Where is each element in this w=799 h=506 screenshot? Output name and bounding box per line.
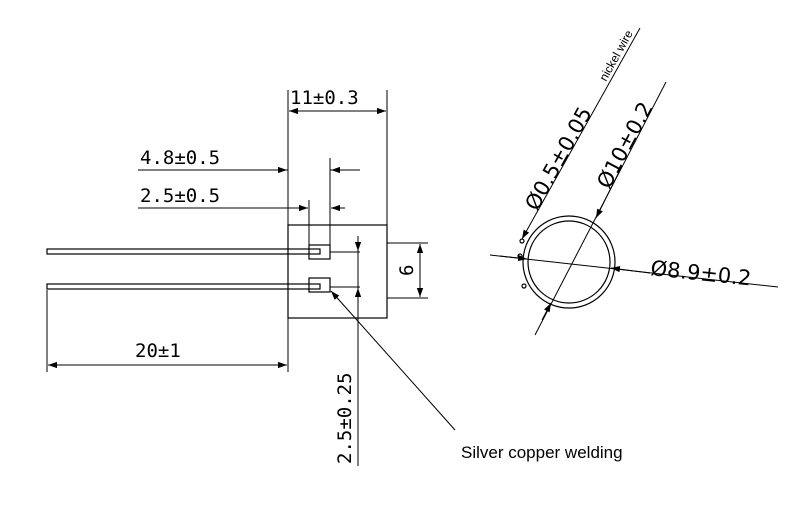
dim-label-pad-width: 2.5±0.5 [140,185,220,207]
dim-label-body-width: 11±0.3 [290,87,359,109]
solder-pad-bottom [308,277,331,293]
wire-end-dot-2 [517,253,523,259]
wire-end-dot-1 [519,238,525,244]
weld-leader-line [330,290,456,431]
wire-end-dot-3 [521,283,527,289]
outer-ring [522,215,616,309]
dim-label-inner-diameter: Ø8.9±0.2 [649,256,752,290]
side-view: 11±0.3 4.8±0.5 2.5±0.5 20±1 6 2.5±0.25 [46,87,623,466]
dim-line-wire-diameter [521,27,641,240]
dim-label-lead-length: 20±1 [135,340,181,362]
lead-wire-top [46,248,321,255]
dim-label-pad-offset: 4.8±0.5 [140,147,220,169]
lead-wire-bottom [46,283,321,290]
component-body [287,224,388,319]
dim-label-lead-pitch: 2.5±0.25 [334,372,356,464]
weld-label: Silver copper welding [461,443,623,462]
dim-label-body-height: 6 [396,265,418,276]
wire-material-note: nickel wire [596,27,636,83]
dim-label-wire-diameter: Ø0.5±0.05 [520,103,596,215]
inner-ring [527,220,611,304]
top-view: Ø10±0.2 Ø0.5±0.05 nickel wire Ø8.9±0.2 [489,27,779,336]
dim-label-outer-diameter: Ø10±0.2 [592,98,657,192]
